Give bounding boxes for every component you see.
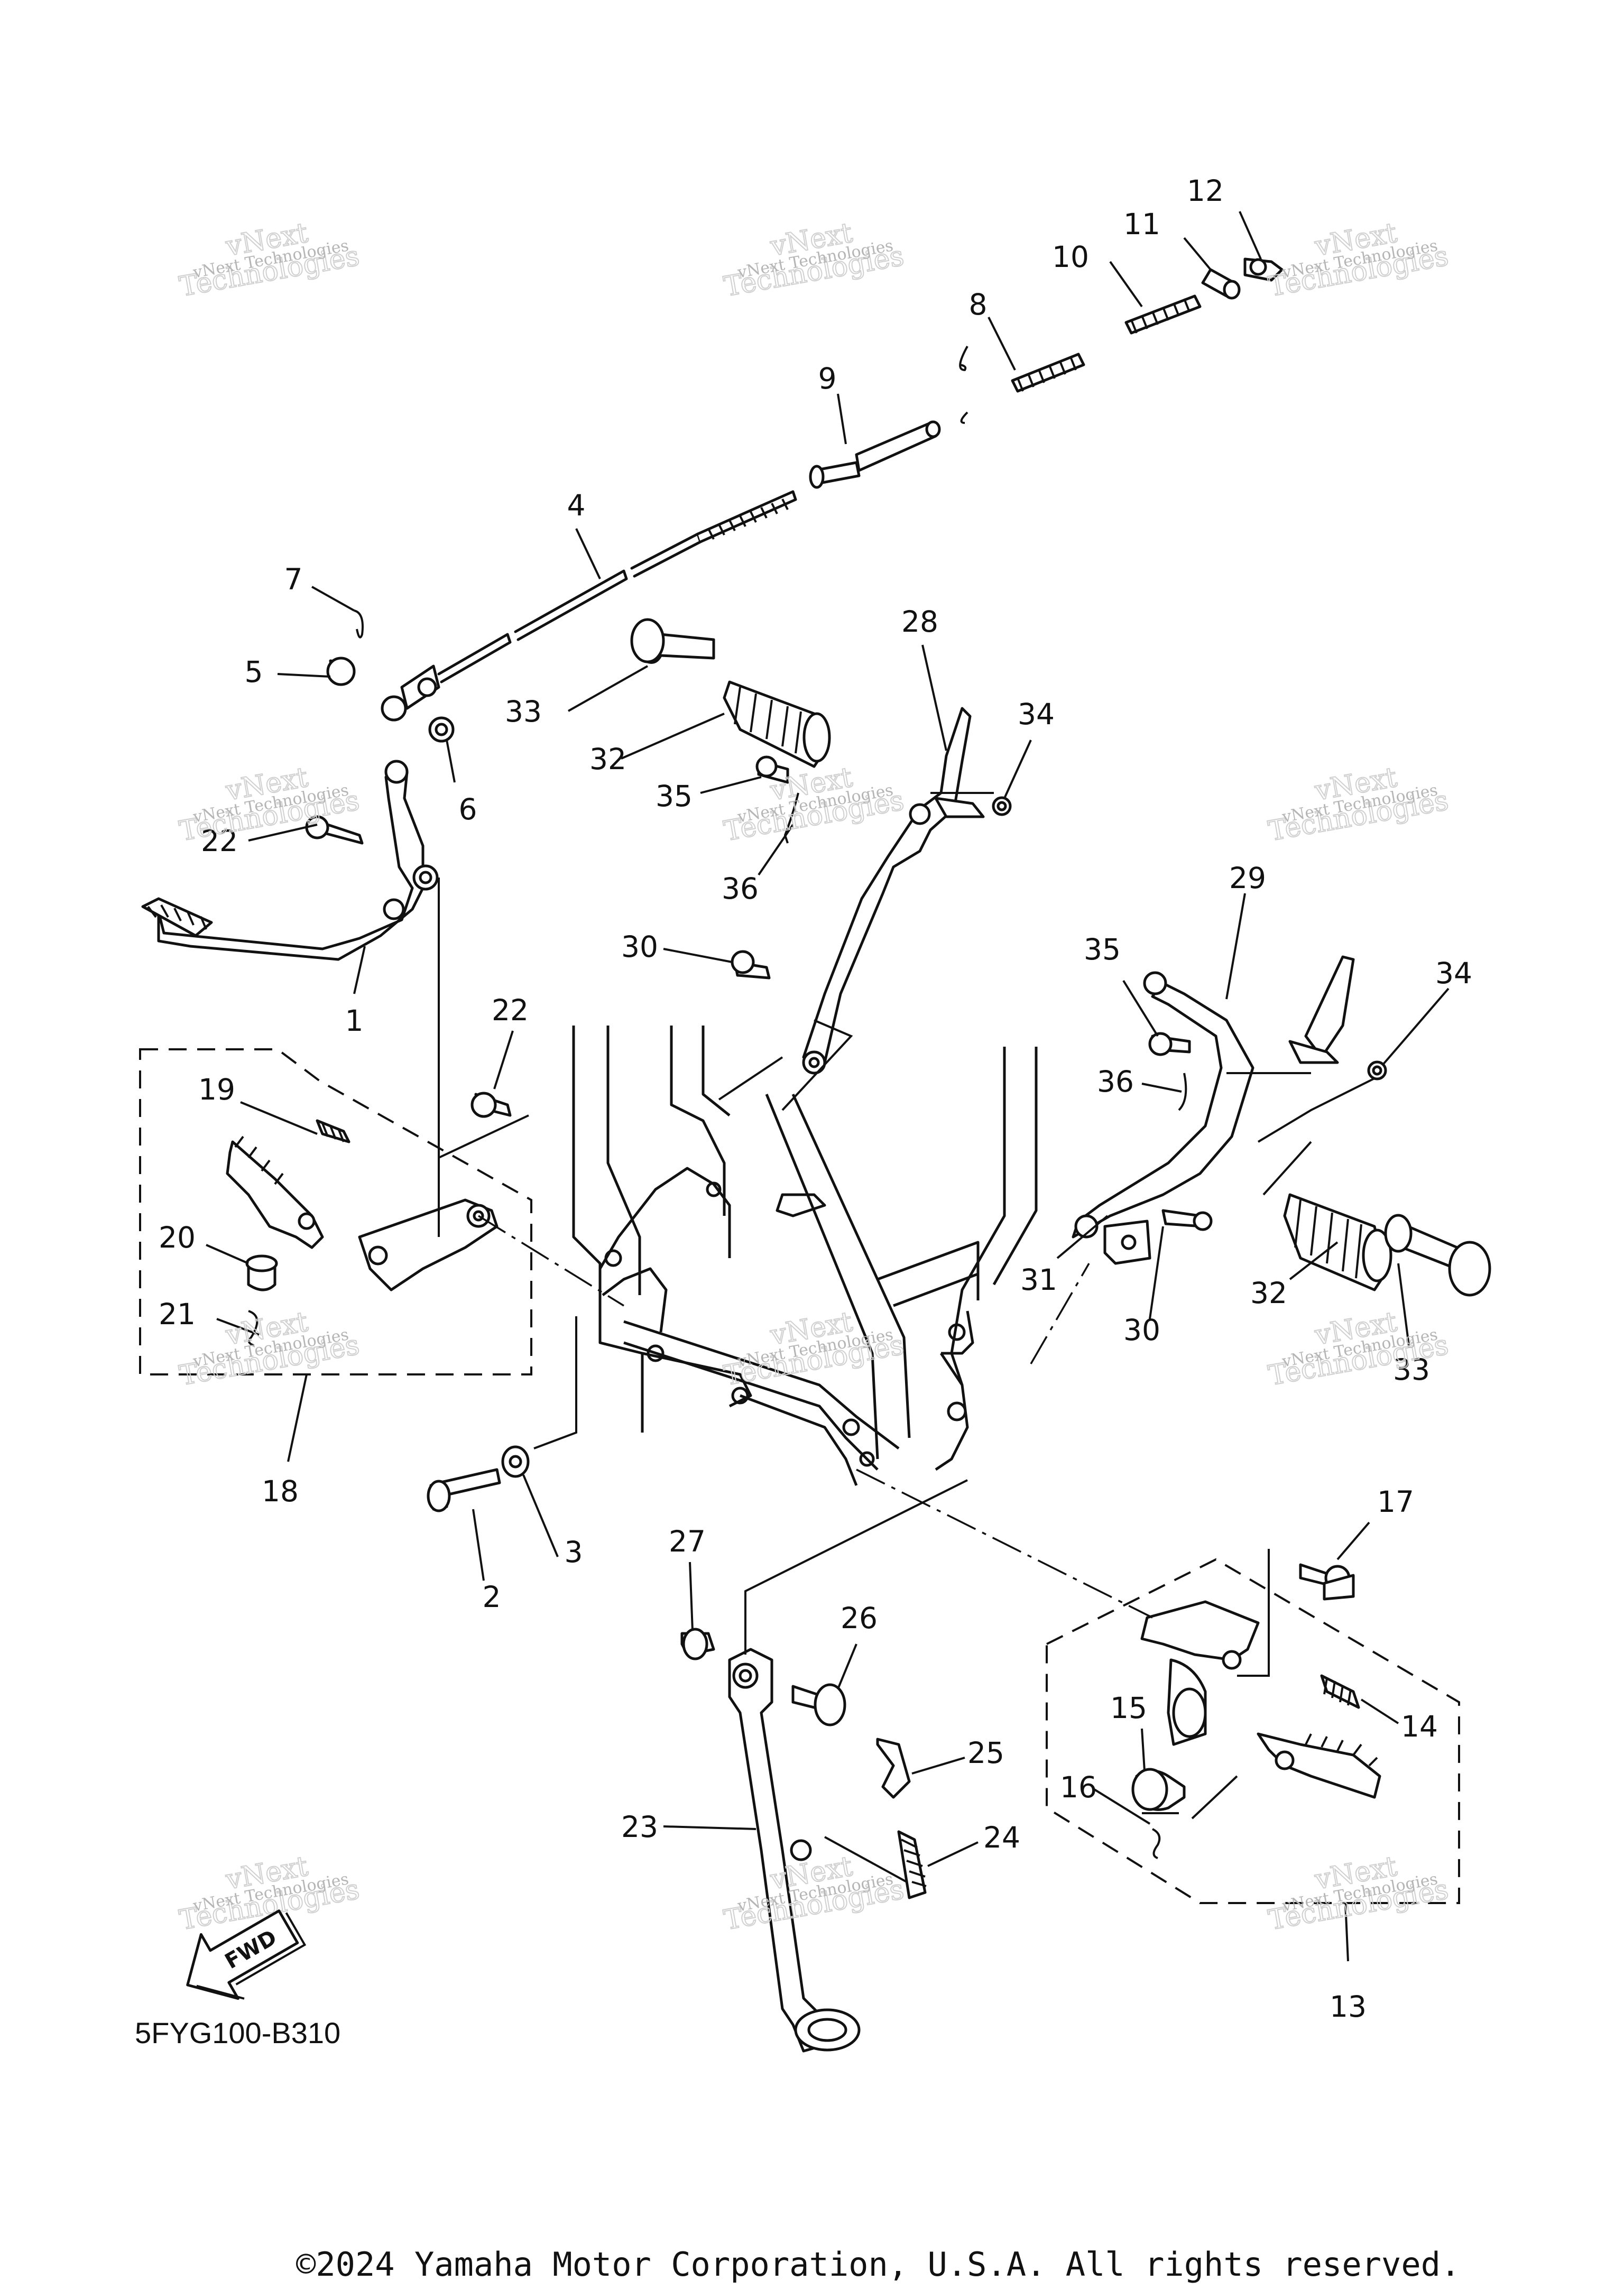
callout-3[interactable]: 3 — [565, 1535, 583, 1569]
callout-12[interactable]: 12 — [1187, 174, 1224, 208]
watermark: Technologies vNext vNext Technologies — [721, 1850, 907, 1937]
callout-16[interactable]: 16 — [1060, 1770, 1097, 1804]
callout-30-b[interactable]: 30 — [1123, 1313, 1160, 1347]
callout-24[interactable]: 24 — [983, 1821, 1020, 1854]
callout-14[interactable]: 14 — [1401, 1710, 1438, 1743]
callout-11[interactable]: 11 — [1123, 207, 1160, 241]
spring-8 — [1011, 353, 1085, 393]
callout-17[interactable]: 17 — [1377, 1485, 1414, 1519]
callout-23[interactable]: 23 — [621, 1810, 658, 1844]
callout-32-a[interactable]: 32 — [589, 742, 626, 776]
callout-leaders — [206, 211, 1450, 1962]
callout-labels: 1 2 3 4 5 6 7 8 9 10 11 12 13 14 15 16 1… — [159, 174, 1472, 2024]
brake-pedal-group — [141, 760, 512, 1118]
callout-19[interactable]: 19 — [198, 1073, 235, 1106]
callout-33-b[interactable]: 33 — [1393, 1353, 1430, 1387]
callout-29[interactable]: 29 — [1229, 861, 1266, 895]
callout-35-b[interactable]: 35 — [1084, 932, 1121, 966]
callout-6[interactable]: 6 — [459, 792, 477, 826]
callout-36-b[interactable]: 36 — [1097, 1065, 1134, 1098]
callout-5[interactable]: 5 — [245, 655, 263, 689]
callout-30-a[interactable]: 30 — [621, 930, 658, 964]
callout-22-b[interactable]: 22 — [492, 993, 529, 1027]
brake-rod-assembly — [326, 257, 1284, 743]
connector-lines — [438, 792, 1375, 1883]
callout-15[interactable]: 15 — [1110, 1691, 1147, 1725]
watermark: Technologies vNext vNext Technologies — [177, 1306, 362, 1393]
copyright-notice: ©2024 Yamaha Motor Corporation, U.S.A. A… — [296, 2245, 1460, 2284]
callout-18[interactable]: 18 — [262, 1474, 299, 1508]
callout-36-a[interactable]: 36 — [722, 872, 759, 906]
callout-9[interactable]: 9 — [818, 362, 837, 395]
callout-21[interactable]: 21 — [159, 1297, 196, 1331]
watermark: Technologies vNext vNext Technologies — [721, 1306, 907, 1393]
callout-10[interactable]: 10 — [1052, 240, 1089, 274]
callout-1[interactable]: 1 — [345, 1004, 364, 1038]
spring-24 — [897, 1830, 927, 1899]
callout-32-b[interactable]: 32 — [1250, 1276, 1287, 1310]
watermarks: Technologies vNext vNext Technologies Te… — [177, 217, 1451, 1937]
diagram-code: 5FYG100-B310 — [135, 2016, 340, 2049]
footrest-rubber-32-left — [723, 680, 831, 768]
watermark: Technologies vNext vNext Technologies — [177, 217, 362, 304]
sidestand-group — [680, 1628, 927, 2053]
callout-26[interactable]: 26 — [841, 1601, 878, 1635]
pedal-tip-kit-13 — [1046, 1558, 1460, 1904]
callout-31[interactable]: 31 — [1020, 1263, 1057, 1297]
watermark: Technologies vNext vNext Technologies — [1266, 761, 1451, 848]
watermark: Technologies vNext vNext Technologies — [721, 761, 907, 848]
callout-25[interactable]: 25 — [967, 1736, 1004, 1770]
callout-7[interactable]: 7 — [284, 562, 303, 596]
frame-section — [572, 1026, 1038, 1486]
pedal-tip-kit-18 — [139, 1048, 532, 1375]
watermark: Technologies vNext vNext Technologies — [1266, 1850, 1451, 1937]
spring-10 — [1124, 294, 1202, 335]
footrest-bracket-29 — [1072, 955, 1491, 1297]
watermark: Technologies vNext vNext Technologies — [721, 217, 907, 304]
callout-13[interactable]: 13 — [1330, 1990, 1367, 2024]
rod-thread — [707, 498, 789, 540]
shift-pedal-group — [630, 618, 1012, 1075]
spring-14 — [1320, 1674, 1360, 1709]
callout-28[interactable]: 28 — [901, 605, 938, 639]
pivot-bolt-group — [427, 1445, 530, 1512]
callout-34-b[interactable]: 34 — [1435, 956, 1472, 990]
callout-34-a[interactable]: 34 — [1018, 697, 1055, 731]
callout-2[interactable]: 2 — [483, 1580, 501, 1614]
callout-4[interactable]: 4 — [567, 488, 586, 522]
callout-33-a[interactable]: 33 — [505, 695, 542, 728]
callout-22-a[interactable]: 22 — [201, 824, 238, 858]
footrest-rubber-32-right — [1283, 1193, 1392, 1291]
callout-35-a[interactable]: 35 — [656, 779, 693, 813]
callout-8[interactable]: 8 — [969, 288, 988, 321]
callout-27[interactable]: 27 — [669, 1525, 706, 1558]
callout-20[interactable]: 20 — [159, 1221, 196, 1254]
watermark: Technologies vNext vNext Technologies — [1266, 217, 1451, 304]
